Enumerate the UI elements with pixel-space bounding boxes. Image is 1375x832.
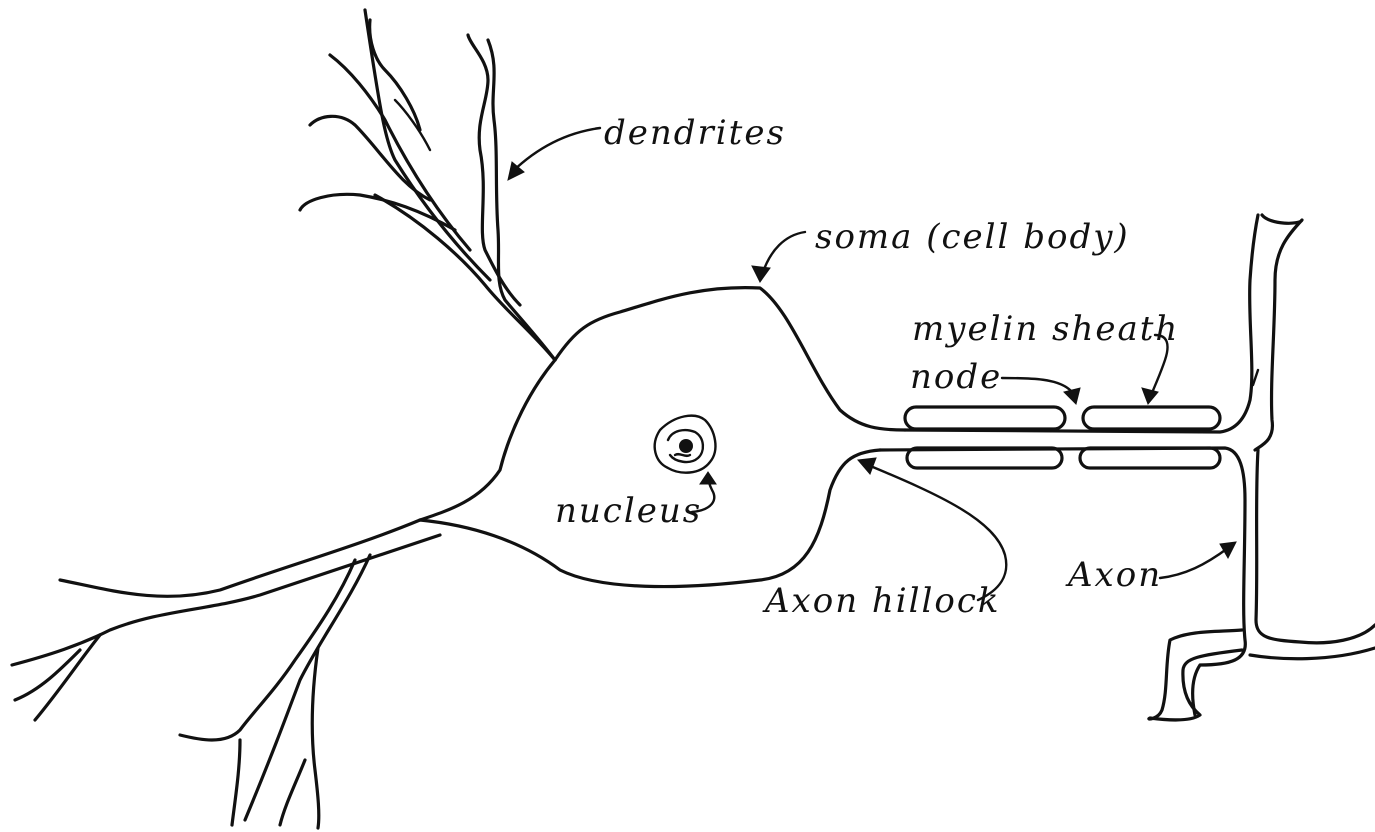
soma-top-outline [555, 288, 905, 430]
dendrite-lower-branch-5 [232, 740, 240, 825]
dendrites-pointer-arrow [512, 128, 600, 172]
node-pointer-arrow [1002, 378, 1072, 392]
dendrite-upper-branch-3 [310, 116, 430, 200]
node-arrowhead [1064, 388, 1080, 404]
label-node: node [910, 357, 1002, 397]
nucleus-arrowhead [700, 472, 716, 484]
soma-upper-outline [375, 195, 555, 360]
dendrite-upper-main-a [488, 40, 555, 360]
axon-hillock-pointer-arrow [868, 465, 1006, 600]
axon-right-trunk [1256, 450, 1375, 643]
axon-hillock-arrowhead [858, 458, 876, 474]
axon-arrowhead [1220, 542, 1236, 558]
label-soma: soma (cell body) [815, 217, 1130, 257]
dendrite-lower-branch-4 [280, 760, 305, 825]
dendrite-lower-branch-2 [180, 560, 355, 740]
myelin-segment-upper-1 [905, 407, 1065, 429]
dendrite-upper-branch-5 [370, 20, 420, 130]
label-nucleus: nucleus [555, 491, 702, 531]
axon-side-tick [1253, 370, 1258, 385]
myelin-segment-upper-2 [1083, 407, 1220, 429]
label-axon-hillock: Axon hillock [762, 581, 1001, 621]
nucleus-shape [655, 416, 716, 473]
dendrite-lower-main-b [12, 535, 440, 665]
axon-pointer-arrow [1160, 548, 1228, 578]
myelin-arrowhead [1142, 388, 1158, 404]
label-myelin-sheath: myelin sheath [912, 309, 1179, 349]
label-axon: Axon [1065, 555, 1162, 595]
axon-right-trunk-lower [1250, 648, 1375, 659]
soma-lower-outline [420, 360, 555, 520]
dendrite-upper-branch-2 [330, 55, 470, 250]
dendrite-lower-branch-3 [312, 648, 319, 828]
label-dendrites: dendrites [604, 113, 786, 153]
axon-right-branch-edge [1255, 215, 1302, 450]
soma-arrowhead [752, 266, 770, 282]
myelin-segment-lower-2 [1080, 448, 1220, 468]
